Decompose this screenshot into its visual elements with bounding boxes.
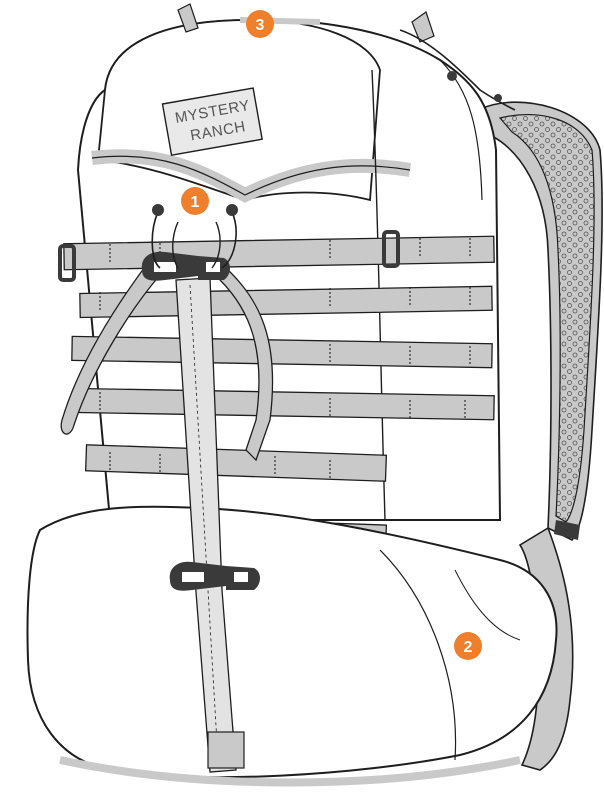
pack-body xyxy=(78,20,500,520)
marker-1: 1 xyxy=(181,187,209,215)
marker-3: 3 xyxy=(246,10,274,38)
marker-2: 2 xyxy=(454,632,482,660)
marker-2-label: 2 xyxy=(464,639,473,656)
marker-1-label: 1 xyxy=(191,194,200,211)
marker-3-label: 3 xyxy=(256,17,265,34)
